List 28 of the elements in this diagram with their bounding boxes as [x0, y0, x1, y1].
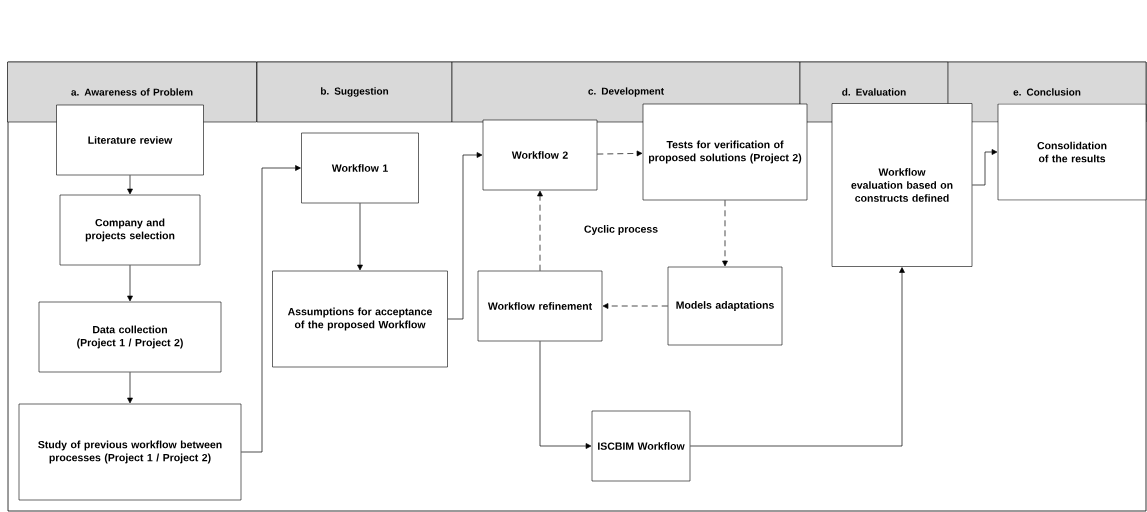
process-box: Workflow 1 — [301, 132, 419, 204]
arrow — [602, 303, 669, 309]
process-box: Company and projects selection — [59, 194, 201, 266]
process-box: Workflow evaluation based on constructs defined — [831, 103, 973, 267]
phase-header: b. Suggestion — [256, 61, 453, 123]
process-box: Models adaptations — [667, 266, 783, 346]
process-box: ISCBIM Workflow — [591, 410, 691, 482]
process-box: Workflow 2 — [482, 119, 598, 191]
arrow — [127, 174, 133, 195]
process-box: Workflow refinement — [477, 270, 603, 342]
arrow — [596, 150, 643, 157]
note-label: Cyclic process — [584, 225, 658, 235]
process-box: Study of previous workflow between processes (Project 1 / Project 2) — [18, 403, 242, 501]
arrow — [689, 267, 905, 447]
process-box: Tests for verification of proposed solutions (Project 2) — [642, 103, 808, 201]
arrow — [447, 152, 483, 320]
arrow — [127, 264, 133, 302]
process-box: Consolidation of the results — [997, 103, 1147, 201]
arrow — [539, 340, 592, 449]
arrow — [357, 202, 363, 271]
process-box: Literature review — [56, 104, 204, 176]
arrow — [722, 199, 728, 267]
arrow — [240, 165, 301, 453]
arrow — [971, 149, 998, 186]
arrow — [127, 371, 133, 404]
process-box: Assumptions for acceptance of the proposed Workflow — [272, 270, 448, 368]
process-box: Data collection (Project 1 / Project 2) — [38, 301, 222, 373]
arrow — [537, 190, 543, 272]
